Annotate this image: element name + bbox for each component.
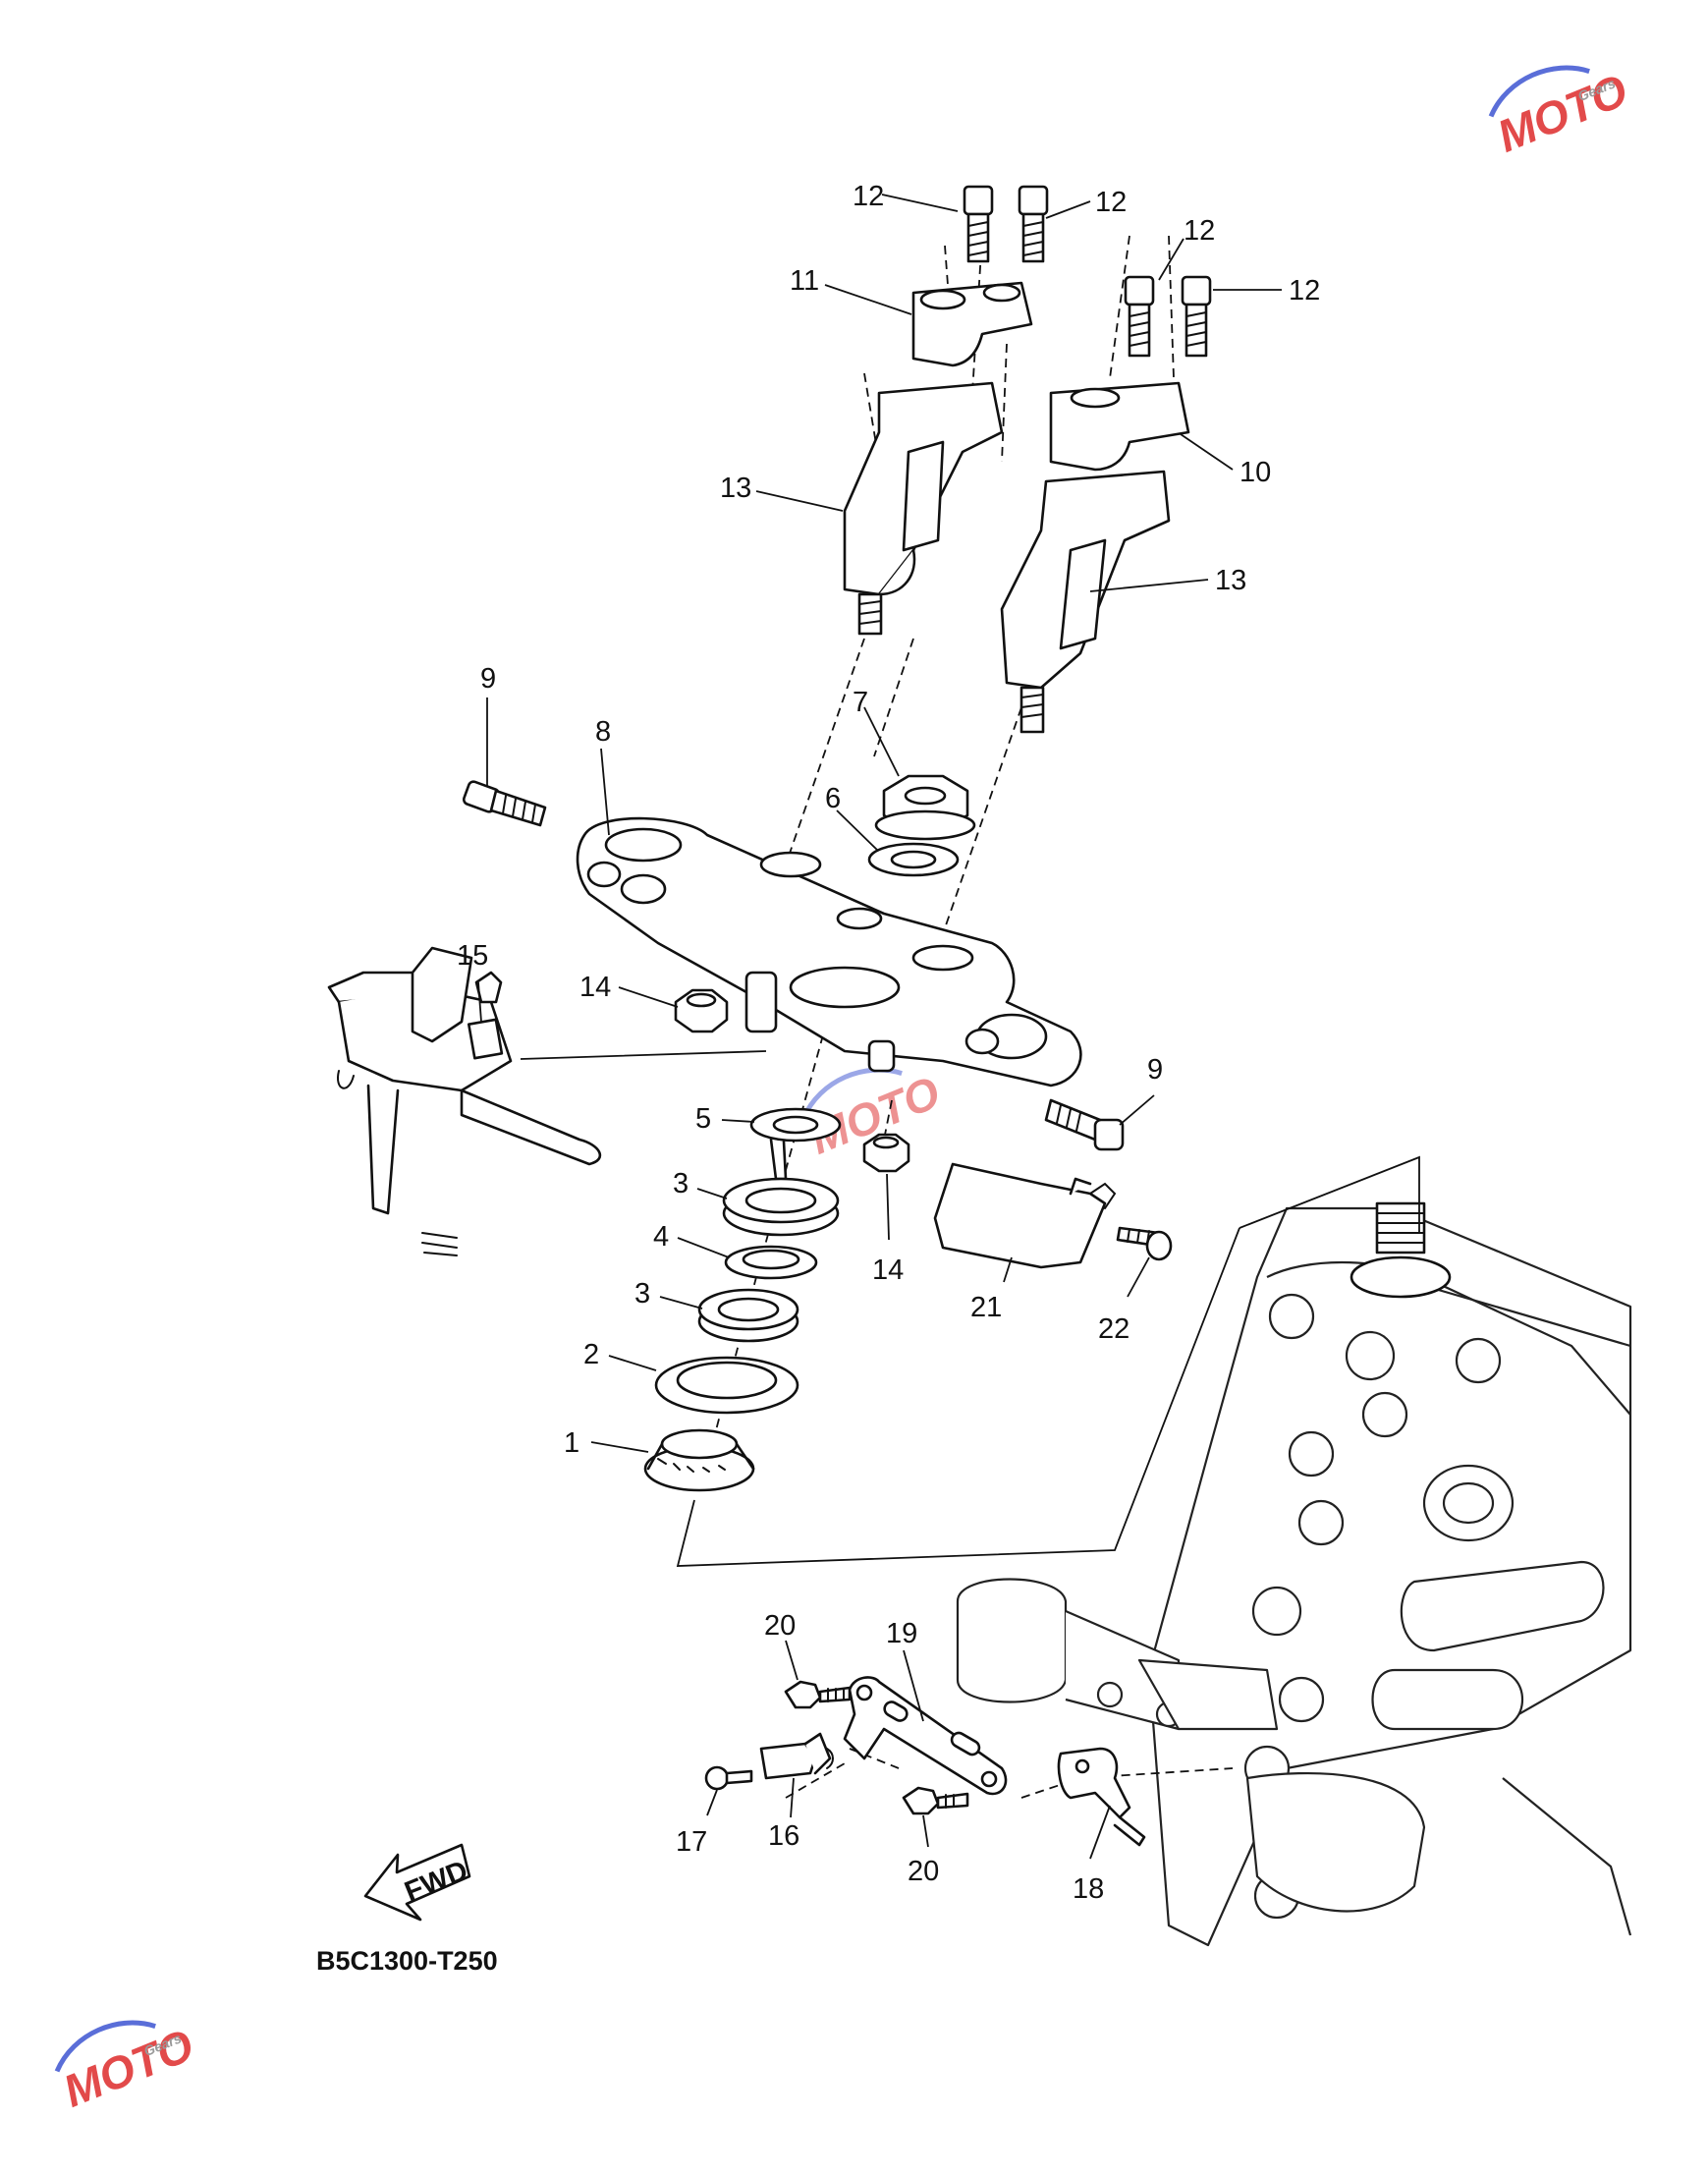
callout-14: 14 (872, 1255, 904, 1286)
handlebar-holder-11 (911, 281, 1033, 367)
washer-4 (724, 1245, 818, 1280)
callout-8: 8 (595, 716, 611, 748)
callout-12: 12 (1184, 215, 1215, 247)
callout-7: 7 (853, 687, 868, 718)
upper-bracket-8 (576, 816, 1082, 1088)
callout-12: 12 (1289, 275, 1320, 307)
callout-17: 17 (676, 1826, 707, 1858)
callout-22: 22 (1098, 1313, 1129, 1345)
callout-labels: 12 12 12 12 11 10 13 13 9 9 8 7 6 15 14 … (457, 181, 1320, 1905)
callout-19: 19 (886, 1618, 917, 1649)
bracket-19 (843, 1676, 1008, 1796)
screw-17 (704, 1765, 753, 1791)
callout-21: 21 (970, 1292, 1002, 1323)
ring-nut-3-lower (697, 1288, 799, 1343)
bolt-20-upper (784, 1680, 852, 1709)
frame-head-pipe (956, 1201, 1632, 1947)
bolt-9-right (1044, 1098, 1125, 1151)
ring-nut-3-upper (722, 1177, 840, 1237)
watermark-logo-bottom: MOTO Gears (54, 2019, 200, 2117)
callout-13: 13 (720, 473, 751, 504)
diagram-code: B5C1300-T250 (316, 1946, 498, 1976)
washer-6 (867, 842, 960, 877)
callout-12: 12 (853, 181, 884, 212)
watermark-logo-top: MOTO Gears (1488, 64, 1634, 162)
callout-9: 9 (1147, 1054, 1163, 1086)
nut-14-right (862, 1133, 910, 1173)
callout-20: 20 (908, 1856, 939, 1887)
callout-1: 1 (564, 1427, 579, 1459)
nut-14-left (674, 988, 729, 1033)
handlebar-lower-13-left (843, 381, 1004, 636)
collar-5 (749, 1107, 842, 1181)
leader-lines (477, 194, 1282, 1860)
bolt-12-group (963, 185, 1212, 358)
callout-10: 10 (1240, 457, 1271, 488)
callout-13: 13 (1215, 565, 1246, 596)
handlebar-lower-13-right (1000, 470, 1171, 734)
nut-7 (874, 774, 976, 841)
callout-3: 3 (634, 1278, 650, 1310)
callout-15: 15 (457, 940, 488, 972)
bolt-9-left (462, 780, 547, 827)
callout-6: 6 (825, 783, 841, 814)
switch-16 (759, 1732, 834, 1780)
handlebar-holder-10 (1049, 381, 1190, 472)
bracket-18 (1057, 1747, 1146, 1847)
assembly-outline (520, 1050, 1420, 1567)
callout-12: 12 (1095, 187, 1127, 218)
bracket-15 (327, 946, 602, 1256)
bolt-20-lower (902, 1786, 969, 1815)
callout-9: 9 (480, 663, 496, 695)
bearing-1 (643, 1428, 755, 1492)
callout-3: 3 (673, 1168, 689, 1199)
fwd-arrow: FWD (363, 1843, 472, 1922)
callout-16: 16 (768, 1820, 799, 1852)
callout-14: 14 (579, 972, 611, 1003)
callout-20: 20 (764, 1610, 796, 1642)
callout-18: 18 (1073, 1873, 1104, 1905)
screw-22 (1116, 1226, 1173, 1261)
callout-4: 4 (653, 1221, 669, 1253)
callout-5: 5 (695, 1103, 711, 1135)
callout-2: 2 (583, 1339, 599, 1370)
seal-2 (654, 1356, 799, 1415)
cover-21 (933, 1162, 1117, 1269)
callout-11: 11 (790, 265, 819, 297)
